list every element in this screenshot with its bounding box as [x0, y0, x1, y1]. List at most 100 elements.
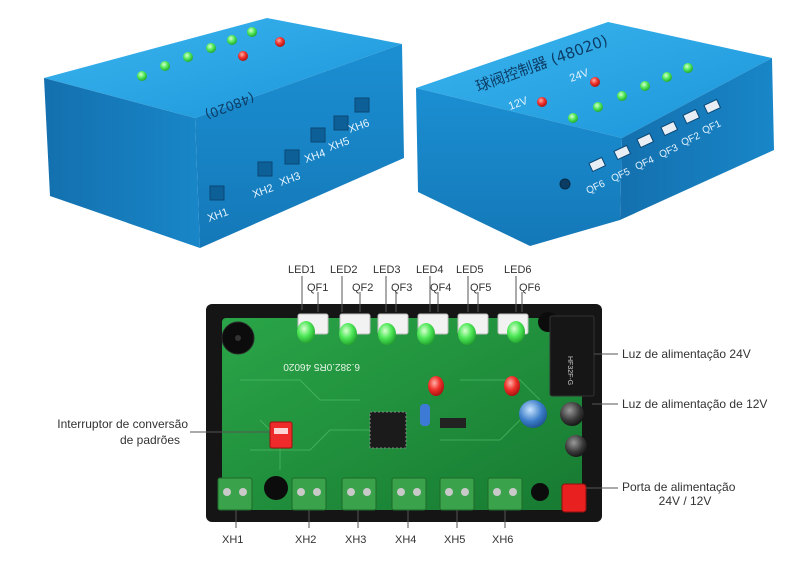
mode-switch: [269, 421, 293, 449]
right-box-ports: [588, 98, 722, 173]
screw: [313, 488, 321, 496]
led-indicator: [662, 72, 672, 82]
relay-marking: HF32F-G: [566, 356, 573, 385]
screw: [223, 488, 231, 496]
xh-label: XH2: [295, 534, 316, 546]
left-box-side: [44, 78, 200, 248]
led-indicator: [206, 43, 216, 53]
led-label: LED1: [288, 264, 316, 276]
mode-switch-lever: [274, 428, 288, 434]
left-box-ports: [209, 97, 370, 201]
xh-label: XH1: [222, 534, 243, 546]
qf-label: QF2: [352, 282, 373, 294]
led-indicator: [640, 81, 650, 91]
header-pins: [440, 418, 466, 428]
callout-switch-line2: de padrões: [120, 433, 180, 447]
led-indicator: [137, 71, 147, 81]
led-label: LED5: [456, 264, 484, 276]
led-2: [339, 323, 357, 345]
xh-label: XH3: [345, 534, 366, 546]
mounting-post: [531, 483, 549, 501]
xh-label: XH6: [492, 534, 513, 546]
screw: [445, 488, 453, 496]
terminal-block: [439, 477, 475, 511]
terminal-block: [291, 477, 327, 511]
port-opening: [588, 156, 607, 173]
terminal-block: [341, 477, 377, 511]
screw: [461, 488, 469, 496]
led-4: [417, 323, 435, 345]
port-opening: [333, 115, 349, 131]
led-indicator: [593, 102, 603, 112]
xh-label: XH5: [444, 534, 465, 546]
led-indicator: [683, 63, 693, 73]
port-opening: [660, 120, 679, 137]
pcb-board: 6.382.0R5 46020 HF32F-G: [206, 304, 602, 522]
power-port: [561, 483, 587, 513]
led-label: LED3: [373, 264, 401, 276]
led-label: LED6: [504, 264, 532, 276]
power-jack: [559, 178, 571, 190]
microcontroller: [369, 411, 407, 449]
screw: [347, 488, 355, 496]
capacitor-blue: [519, 400, 547, 428]
led-indicator: [247, 27, 257, 37]
port-opening: [636, 132, 655, 149]
qf-label: QF4: [430, 282, 451, 294]
qf-label: QF6: [519, 282, 540, 294]
led-label: LED2: [330, 264, 358, 276]
port-opening: [682, 108, 701, 125]
terminal-block: [217, 477, 253, 511]
port-opening: [209, 185, 225, 201]
led-1: [297, 321, 315, 343]
led-3: [378, 323, 396, 345]
power-led-24v: [275, 37, 285, 47]
callout-port-line1: Porta de alimentação: [622, 480, 736, 494]
power-led-24v: [504, 376, 520, 396]
screw: [509, 488, 517, 496]
terminal-block: [487, 477, 523, 511]
port-opening: [613, 144, 632, 161]
xh-label: XH4: [395, 534, 416, 546]
left-box-front: [195, 44, 404, 248]
screw: [413, 488, 421, 496]
pcb-traces: [240, 379, 541, 470]
led-5: [458, 323, 476, 345]
pcb-silkscreen: 6.382.0R5 46020: [283, 361, 360, 372]
capacitor-dark: [565, 435, 587, 457]
screw: [397, 488, 405, 496]
screw: [297, 488, 305, 496]
power-led-12v: [537, 97, 547, 107]
screw: [493, 488, 501, 496]
callout-power-12v: Luz de alimentação de 12V: [622, 397, 767, 411]
right-box-front: [620, 58, 774, 220]
led-indicator: [183, 52, 193, 62]
led-indicator: [617, 91, 627, 101]
relay: [549, 315, 595, 397]
port-opening: [354, 97, 370, 113]
qf-label: QF3: [391, 282, 412, 294]
right-enclosure: 球阀控制器 (48020) 12V 24V QF6 QF5 QF4 QF3 QF…: [416, 22, 774, 246]
screw: [363, 488, 371, 496]
port-opening: [310, 127, 326, 143]
led-6: [507, 321, 525, 343]
led-label: LED4: [416, 264, 444, 276]
terminal-block: [391, 477, 427, 511]
port-opening: [703, 98, 722, 115]
left-box-top: [44, 18, 402, 118]
left-enclosure: (48020) XH1 XH2 XH3 XH4 XH5 XH6: [44, 18, 404, 248]
power-led-12v: [428, 376, 444, 396]
capacitor-dark: [560, 402, 584, 426]
callout-lines: [190, 276, 618, 528]
buzzer-hole: [235, 335, 241, 341]
screw: [239, 488, 247, 496]
power-led-24v: [590, 77, 600, 87]
callout-switch-line1: Interruptor de conversão: [57, 417, 188, 431]
status-leds: [297, 321, 525, 345]
mounting-post: [264, 476, 288, 500]
led-indicator: [160, 61, 170, 71]
led-indicator: [227, 35, 237, 45]
port-opening: [284, 149, 300, 165]
right-box-side: [416, 88, 622, 246]
